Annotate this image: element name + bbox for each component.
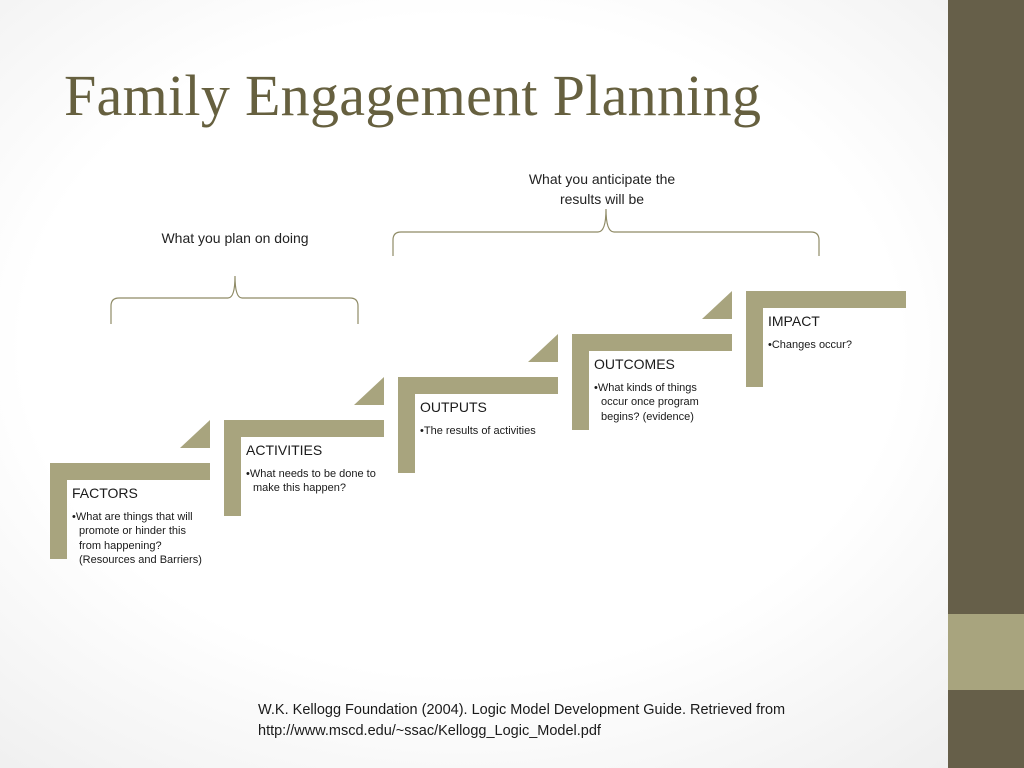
slide-title: Family Engagement Planning: [64, 63, 762, 128]
step-side-bar: [572, 334, 589, 430]
brace-label-plan: What you plan on doing: [161, 230, 309, 246]
citation-url[interactable]: http://www.mscd.edu/~ssac/Kellogg_Logic_…: [258, 723, 601, 739]
step-side-bar: [224, 420, 241, 516]
step-top-bar: [398, 377, 558, 394]
step-arrow-icon: [702, 291, 732, 319]
step-side-bar: [746, 291, 763, 387]
citation: W.K. Kellogg Foundation (2004). Logic Mo…: [258, 700, 785, 742]
step-detail: •Changes occur?: [768, 339, 852, 351]
step-heading: FACTORS: [72, 485, 138, 501]
step-heading: ACTIVITIES: [246, 442, 323, 458]
step-heading: OUTPUTS: [420, 399, 487, 415]
step-top-bar: [572, 334, 732, 351]
step-detail: •What needs to be done to make this happ…: [246, 468, 376, 495]
sidebar-accent-block: [948, 614, 1024, 690]
step-arrow-icon: [528, 334, 558, 362]
step-heading: OUTCOMES: [594, 356, 675, 372]
step-detail: •What are things that will promote or hi…: [72, 511, 202, 566]
step-arrow-icon: [354, 377, 384, 405]
step-side-bar: [50, 463, 67, 559]
step-top-bar: [224, 420, 384, 437]
step-top-bar: [50, 463, 210, 480]
step-top-bar: [746, 291, 906, 308]
step-detail: •What kinds of things occur once program…: [594, 382, 699, 423]
step-detail: •The results of activities: [420, 425, 536, 437]
step-heading: IMPACT: [768, 313, 820, 329]
brace-plan: [110, 275, 359, 324]
step-arrow-icon: [180, 420, 210, 448]
brace-label-anticipate: What you anticipate the results will be: [528, 171, 676, 207]
brace-anticipate: [392, 208, 820, 256]
step-side-bar: [398, 377, 415, 473]
